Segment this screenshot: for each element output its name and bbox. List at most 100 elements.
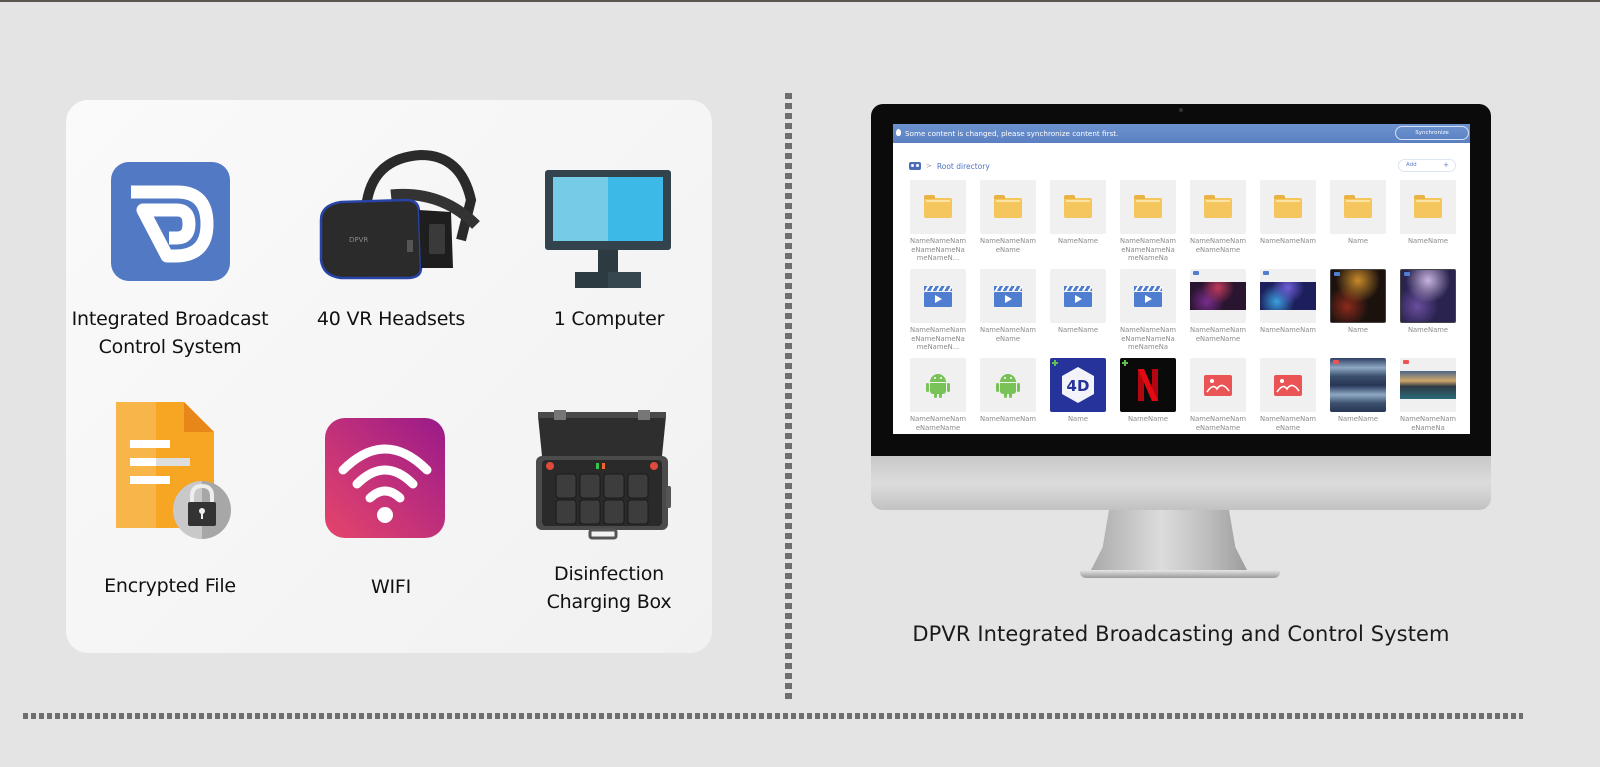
- file-tile[interactable]: NameNameNameNameName: [1190, 269, 1246, 343]
- android-icon: [926, 372, 950, 398]
- android-leg-r: [939, 393, 942, 398]
- breadcrumb: > Root directory: [909, 160, 990, 172]
- breadcrumb-root-directory[interactable]: Root directory: [936, 161, 990, 171]
- file-name: NameName: [1407, 326, 1449, 334]
- file-name: NameNameNameNameName: [1190, 415, 1246, 432]
- image-sun: [1210, 378, 1214, 383]
- android-leg-l: [934, 393, 937, 398]
- play-icon: [1005, 294, 1012, 303]
- feature-label-line: Integrated Broadcast: [71, 308, 269, 330]
- add-label: Add: [1406, 162, 1417, 168]
- video-clapper-icon: [924, 285, 952, 307]
- file-tile[interactable]: Name: [1330, 180, 1386, 246]
- file-tile[interactable]: NameNameNam: [980, 358, 1036, 424]
- file-tile[interactable]: NameNameNameNameNa: [1400, 358, 1456, 432]
- video-thumbnail-image: [1190, 282, 1246, 310]
- file-tile[interactable]: NameNameNameNameName: [1190, 180, 1246, 254]
- file-name: NameName: [1127, 415, 1169, 423]
- file-name: NameNameNameName: [1260, 415, 1316, 432]
- image-icon: [1204, 374, 1232, 396]
- file-tile[interactable]: NameNameNameName: [980, 180, 1036, 254]
- file-tile[interactable]: NameName: [1120, 358, 1176, 424]
- feature-wifi: WIFI: [281, 418, 501, 618]
- file-name: NameNameNameName: [980, 237, 1036, 254]
- feature-label-line: Charging Box: [546, 591, 672, 613]
- file-thumbnail: [1330, 180, 1386, 234]
- file-name: NameNameNameNameNameNameNameN...: [910, 237, 966, 262]
- video-clapper-icon: [994, 285, 1022, 307]
- 4d-app-icon: 4D: [1062, 367, 1094, 403]
- folder-icon: [924, 195, 952, 218]
- image-sun: [1280, 378, 1284, 383]
- feature-broadcast-control: Integrated Broadcast Control System: [66, 162, 274, 362]
- file-thumbnail: [980, 180, 1036, 234]
- file-name: NameNameNameNameNameNameNameNa: [1120, 326, 1176, 351]
- vr-home-icon[interactable]: [909, 162, 921, 170]
- file-thumbnail: [1260, 269, 1316, 323]
- file-tile[interactable]: NameNameNameNameNameNameNameNa: [1120, 269, 1176, 352]
- file-tile[interactable]: NameNameNameNameName: [910, 358, 966, 432]
- file-name: NameNameNam: [1260, 326, 1316, 334]
- panorama-badge-icon: [1333, 360, 1339, 364]
- file-tile[interactable]: NameName: [1400, 180, 1456, 246]
- file-thumbnail: 4D: [1050, 358, 1106, 412]
- file-tile[interactable]: NameNameNam: [1260, 269, 1316, 335]
- file-tile[interactable]: NameNameNameName: [1260, 358, 1316, 432]
- feature-label-line: 40 VR Headsets: [316, 308, 466, 330]
- clapper-top: [924, 285, 952, 291]
- android-arm-r: [947, 383, 950, 392]
- video-clapper-icon: [1134, 285, 1162, 307]
- file-tile[interactable]: NameNameNam: [1260, 180, 1316, 246]
- file-tile[interactable]: NameNameNameNameNameNameNameNa: [1120, 180, 1176, 263]
- file-tile[interactable]: NameName: [1400, 269, 1456, 335]
- android-arm-l: [996, 383, 999, 392]
- android-eye-r: [940, 377, 942, 379]
- file-name: NameNameNameNameName: [1190, 326, 1246, 343]
- file-name: NameNameNameNameNameNameNameN...: [910, 326, 966, 351]
- folder-icon: [1064, 195, 1092, 218]
- feature-charging-box: Disinfection Charging Box: [506, 408, 712, 618]
- video-clapper-icon: [1064, 285, 1092, 307]
- feature-vr-headsets: DPVR 40 VR Headsets: [281, 149, 501, 350]
- file-tile[interactable]: NameNameNameName: [980, 269, 1036, 343]
- android-leg-r: [1009, 393, 1012, 398]
- file-name: NameName: [1057, 237, 1099, 245]
- add-dropdown-button[interactable]: Add +: [1398, 159, 1456, 172]
- file-tile[interactable]: NameNameNameNameNameNameNameN...: [910, 269, 966, 352]
- clapper-top: [1064, 285, 1092, 291]
- image-icon: [1274, 374, 1302, 396]
- android-head: [1000, 374, 1016, 382]
- feature-label-line: WIFI: [370, 576, 412, 598]
- file-name: NameNameNameNameNameNameNameNa: [1120, 237, 1176, 262]
- plus-icon: +: [1443, 161, 1449, 169]
- android-arm-l: [926, 383, 929, 392]
- headset-brand-text: DPVR: [349, 236, 368, 244]
- file-tile[interactable]: NameNameNameNameName: [1190, 358, 1246, 432]
- panorama-badge-icon: [1403, 360, 1409, 364]
- folder-icon: [1204, 195, 1232, 218]
- feature-label-line: Disinfection: [554, 563, 664, 585]
- netflix-icon: [1138, 369, 1158, 401]
- android-arm-r: [1017, 383, 1020, 392]
- file-thumbnail: [1330, 358, 1386, 412]
- image-mountain: [1206, 384, 1230, 392]
- android-eye-r: [1010, 377, 1012, 379]
- synchronize-button[interactable]: Synchronize: [1395, 126, 1469, 140]
- svg-text:4D: 4D: [1067, 377, 1090, 395]
- file-tile[interactable]: Name: [1330, 269, 1386, 335]
- file-tile[interactable]: NameNameNameNameNameNameNameN...: [910, 180, 966, 263]
- clapper-top: [1134, 285, 1162, 291]
- file-tile[interactable]: NameName: [1050, 180, 1106, 246]
- file-thumbnail: [910, 180, 966, 234]
- file-name: NameName: [1407, 237, 1449, 245]
- vertical-dotted-divider: [785, 93, 792, 703]
- file-tile[interactable]: NameName: [1050, 269, 1106, 335]
- feature-label-line: Encrypted File: [104, 575, 236, 597]
- file-tile[interactable]: NameName: [1330, 358, 1386, 424]
- file-thumbnail: [1400, 358, 1456, 412]
- play-icon: [1145, 294, 1152, 303]
- feature-label-line: 1 Computer: [553, 308, 665, 330]
- feature-card: Integrated Broadcast Control System DPVR…: [66, 100, 712, 653]
- video-thumbnail-image: [1260, 282, 1316, 310]
